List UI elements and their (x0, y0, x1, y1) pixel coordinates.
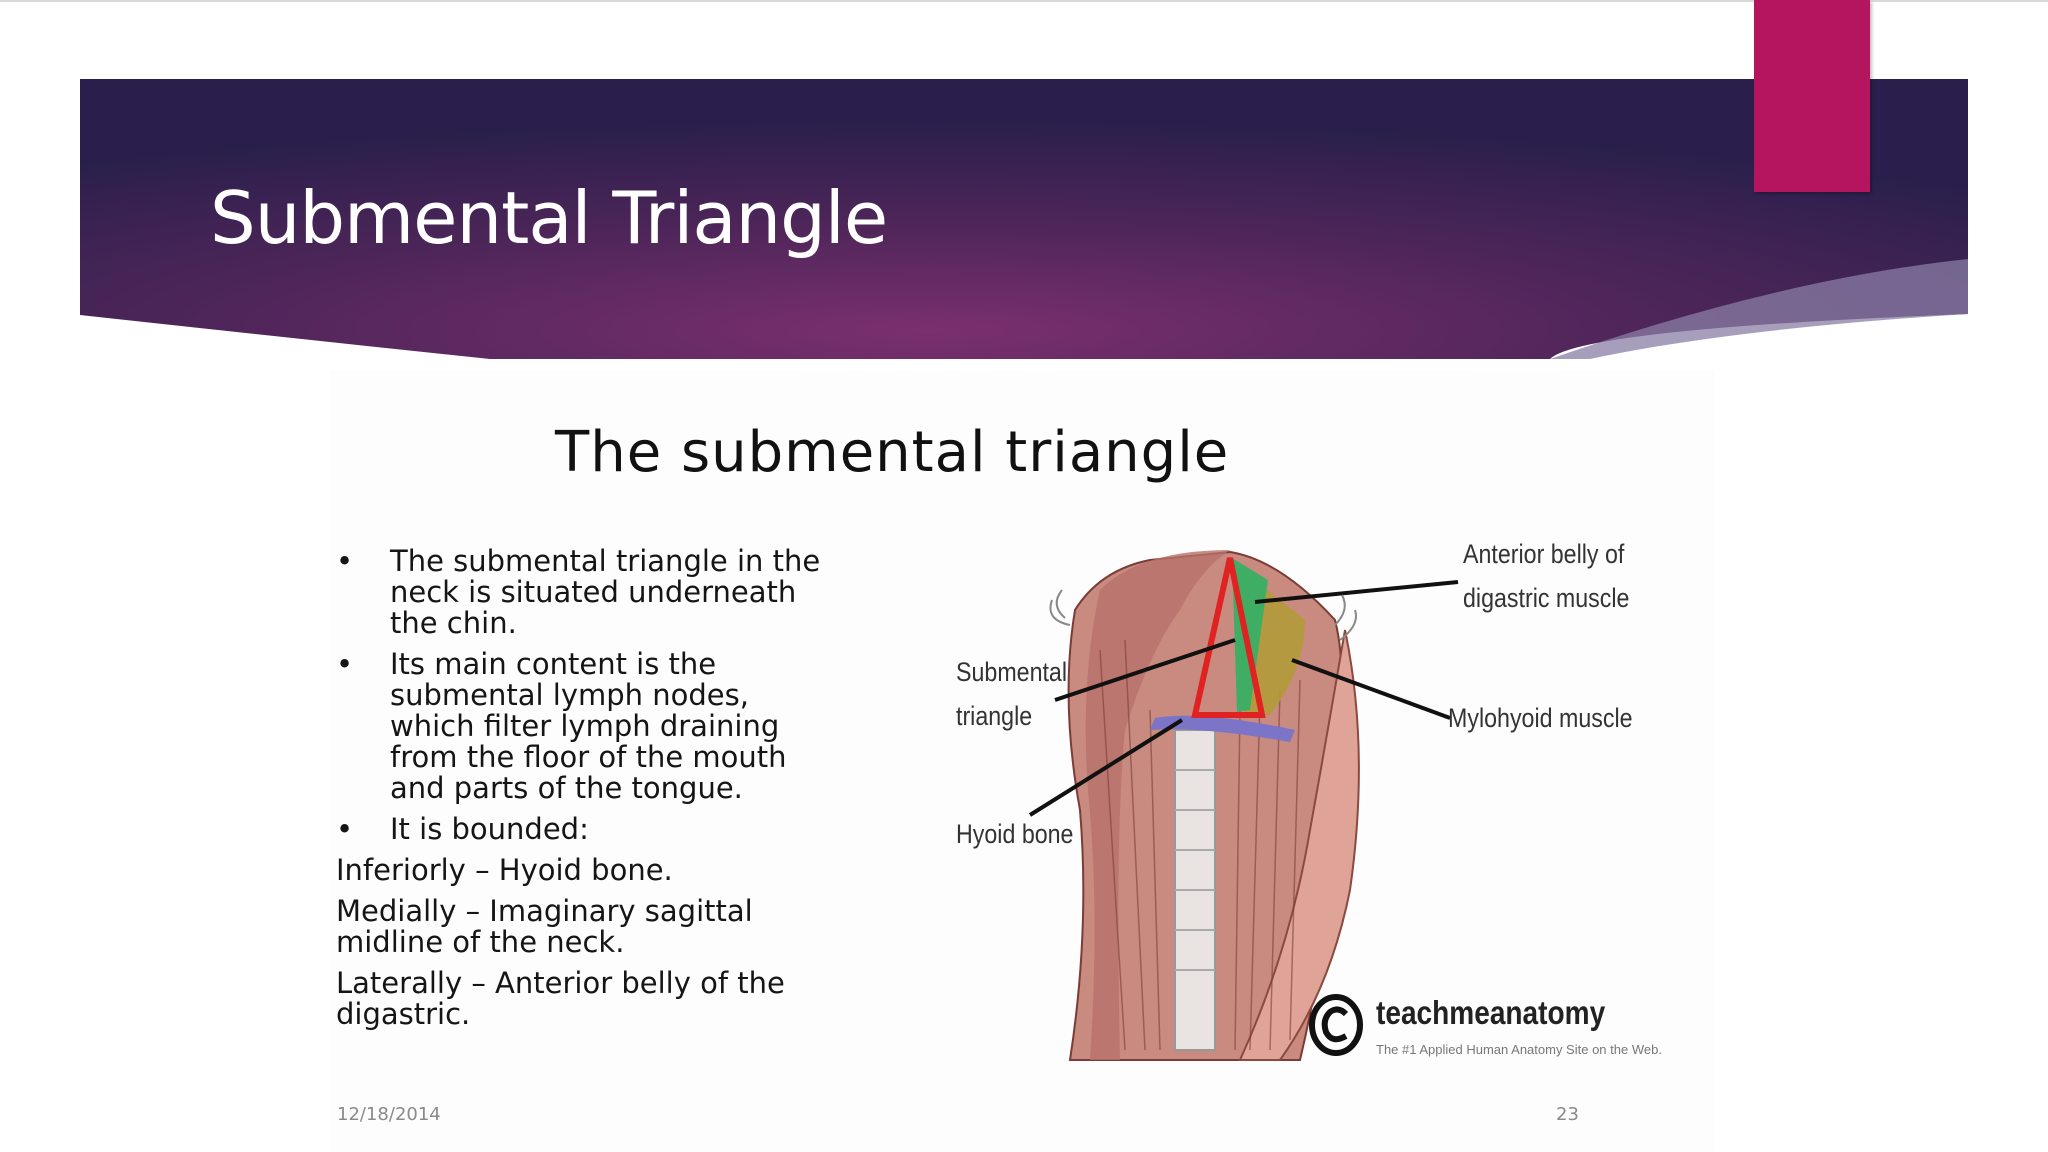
bullet-text: The submental triangle in the neck is si… (390, 544, 821, 640)
label-anterior-belly: Anterior belly of digastric muscle (1463, 539, 1630, 613)
bullet-item: • It is bounded: (336, 814, 936, 845)
label-submental-triangle: Submental triangle (956, 657, 1068, 731)
bullet-dot: • (336, 812, 354, 846)
top-border-line (0, 0, 2048, 2)
label-mylohyoid: Mylohyoid muscle (1448, 703, 1633, 733)
bullet-dot: • (336, 647, 354, 681)
copyright-icon (1308, 994, 1364, 1056)
watermark-tagline: The #1 Applied Human Anatomy Site on the… (1376, 1042, 1662, 1057)
bullet-item: • The submental triangle in the neck is s… (336, 546, 936, 639)
neck-anatomy-figure (950, 530, 1690, 1070)
bullet-dot: • (336, 544, 354, 578)
bullet-text: It is bounded: (390, 812, 589, 846)
boundary-medial: Medially – Imaginary sagittal midline of… (336, 894, 753, 959)
embedded-slide-title: The submental triangle (555, 420, 1230, 485)
footer-page-number: 23 (1556, 1104, 1579, 1125)
embedded-slide-image (330, 370, 1715, 1152)
watermark-logo-text: teachmeanatomy (1376, 994, 1606, 1031)
neck-illustration (1028, 550, 1459, 1061)
boundary-lateral: Laterally – Anterior belly of the digast… (336, 966, 785, 1031)
title-banner (80, 79, 1968, 359)
slide-title: Submental Triangle (210, 176, 888, 260)
label-hyoid-bone: Hyoid bone (956, 819, 1074, 849)
accent-tab (1754, 0, 1870, 192)
footer-date: 12/18/2014 (337, 1104, 441, 1125)
bullet-list: • The submental triangle in the neck is s… (336, 546, 936, 1040)
bullet-text: Its main content is the submental lymph … (390, 647, 787, 805)
boundary-inferior: Inferiorly – Hyoid bone. (336, 853, 673, 887)
bullet-item: • Its main content is the submental lymph… (336, 649, 936, 804)
